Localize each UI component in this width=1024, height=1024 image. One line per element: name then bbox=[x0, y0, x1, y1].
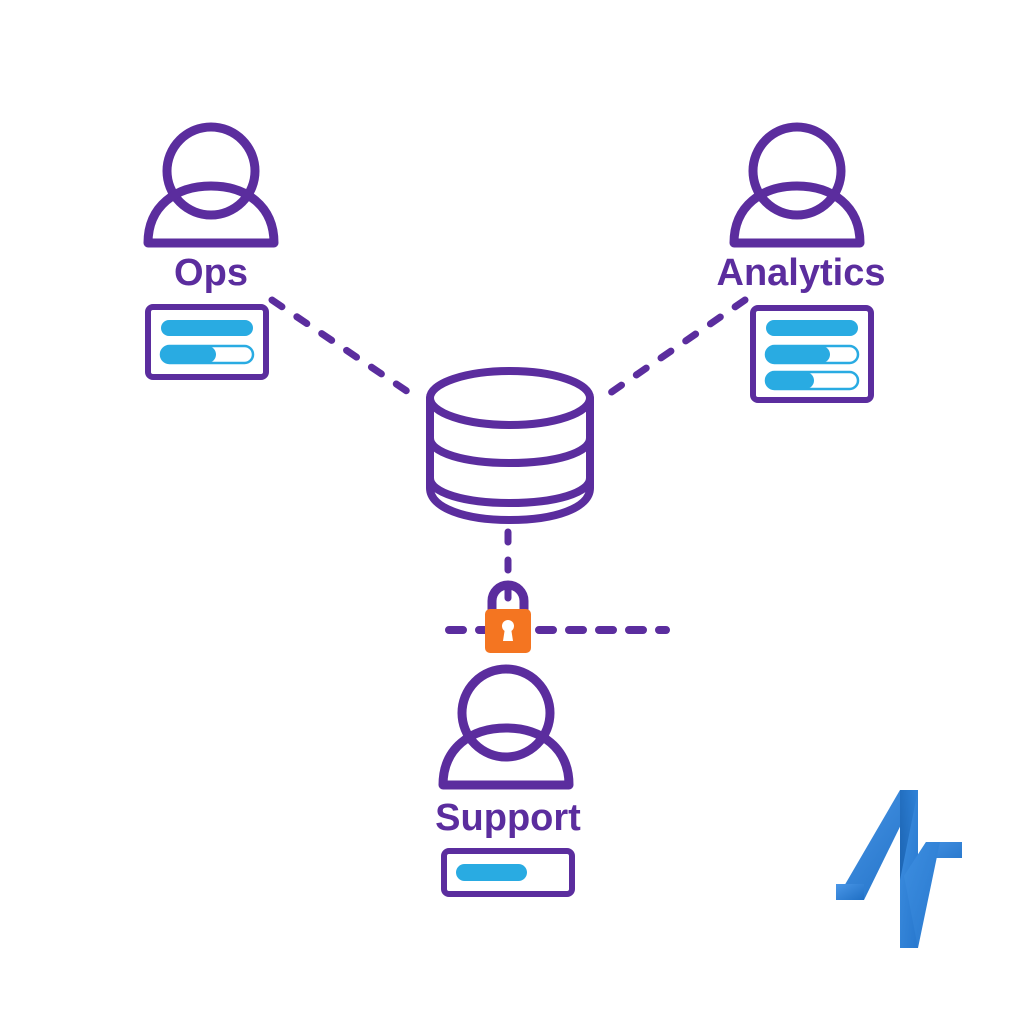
person-icon bbox=[143, 122, 279, 248]
support-bar-partial bbox=[456, 864, 527, 881]
support-dashboard-card[interactable] bbox=[441, 848, 575, 897]
database-cylinder-icon[interactable] bbox=[426, 367, 594, 525]
node-ops[interactable]: Ops bbox=[143, 122, 279, 380]
node-label-support: Support bbox=[435, 797, 581, 839]
analytics-bar-full bbox=[766, 320, 858, 336]
database-top-ellipse bbox=[426, 367, 594, 429]
ops-bar-partial-fill bbox=[161, 346, 216, 363]
person-icon bbox=[729, 122, 865, 248]
lock-shackle-icon bbox=[487, 580, 529, 619]
ops-dashboard-card[interactable] bbox=[145, 304, 269, 380]
connector-ops-to-database bbox=[268, 296, 424, 404]
node-label-ops: Ops bbox=[174, 252, 248, 294]
database-band-2 bbox=[426, 474, 594, 508]
pulse-wave-logo bbox=[836, 790, 962, 948]
analytics-bar-partial-2-fill bbox=[766, 372, 814, 389]
node-label-analytics: Analytics bbox=[717, 252, 886, 294]
lock-keyhole-stem bbox=[503, 628, 513, 641]
node-support[interactable]: Support bbox=[435, 664, 581, 897]
analytics-bar-partial-1-fill bbox=[766, 346, 830, 363]
lock-icon[interactable] bbox=[485, 580, 531, 653]
node-analytics[interactable]: Analytics bbox=[717, 122, 886, 403]
ops-bar-full bbox=[161, 320, 253, 336]
database-band-1 bbox=[426, 434, 594, 468]
connector-analytics-to-database bbox=[596, 296, 749, 404]
person-icon bbox=[438, 664, 574, 790]
analytics-dashboard-card[interactable] bbox=[750, 305, 874, 403]
